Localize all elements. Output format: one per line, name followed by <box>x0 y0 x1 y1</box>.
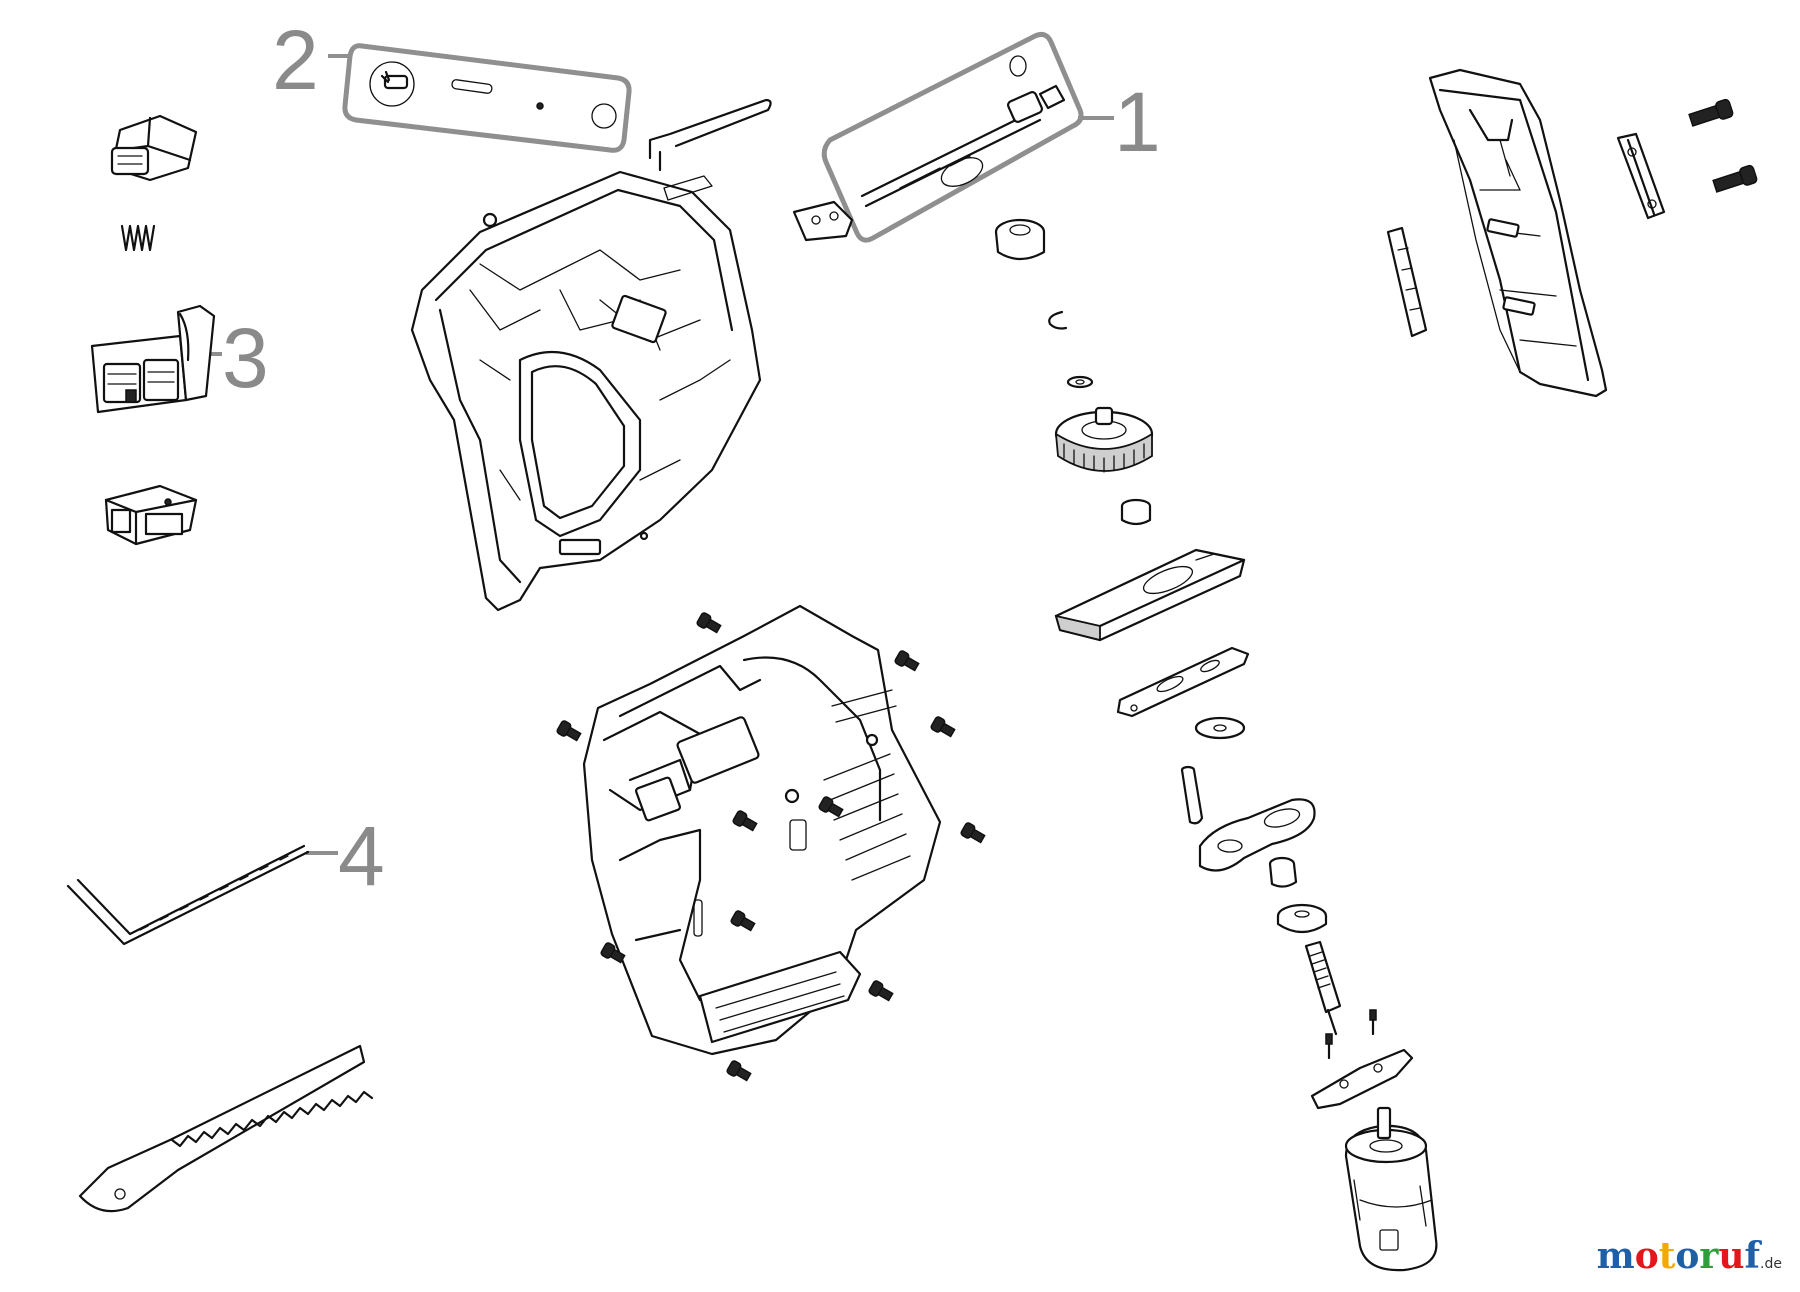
watermark-suffix: .de <box>1760 1256 1782 1272</box>
eccentric-lever-part <box>1198 798 1316 872</box>
callout-box-1 <box>821 32 1114 243</box>
callout-number-3: 3 <box>222 311 269 405</box>
callout-number-2: 2 <box>272 13 319 107</box>
slider-link-part <box>1116 646 1250 718</box>
guide-rail-part <box>1386 226 1428 338</box>
bearing-bushing-part <box>994 218 1046 261</box>
pin-part <box>1180 765 1204 825</box>
thrust-washer-part <box>1276 903 1328 934</box>
motoruf-watermark: motoruf.de <box>1597 1235 1782 1277</box>
callout-number-1: 1 <box>1114 75 1161 169</box>
watermark-letter: u <box>1718 1235 1745 1277</box>
motor-bracket-part <box>1310 1009 1414 1110</box>
watermark-letter: r <box>1699 1235 1719 1277</box>
washer-large-part <box>1194 716 1246 740</box>
needle-bushing-part <box>1120 498 1152 526</box>
small-slider-part <box>792 200 854 242</box>
switch-cover-part <box>110 114 198 182</box>
retaining-clip-part <box>1048 310 1068 330</box>
callout-number-4: 4 <box>338 809 385 903</box>
washer-small-part <box>1066 375 1094 389</box>
housing-screws <box>556 612 986 1082</box>
pinion-shaft-part <box>1304 940 1342 1036</box>
watermark-letter: f <box>1744 1235 1761 1277</box>
callout-box-2 <box>328 43 632 153</box>
watermark-letter: o <box>1634 1235 1659 1277</box>
trigger-switch-part <box>90 304 216 414</box>
motor-part <box>1344 1106 1438 1272</box>
watermark-letter: m <box>1596 1235 1635 1277</box>
spring-part <box>120 224 156 252</box>
hex-key-part <box>66 844 310 946</box>
bushing-part <box>1268 856 1298 888</box>
base-plate-part <box>1428 68 1608 398</box>
clamp-bracket-part <box>1616 132 1666 220</box>
base-screw-top <box>1688 98 1734 127</box>
gear-wheel-part <box>1054 406 1154 473</box>
saw-blade-part <box>78 1044 374 1213</box>
base-screw-bottom <box>1712 164 1758 193</box>
left-housing-half <box>410 170 762 612</box>
battery-contact-part <box>104 484 198 546</box>
guide-plate-part <box>1054 548 1246 642</box>
right-housing-half <box>582 604 942 1056</box>
lock-pin-part <box>648 98 772 172</box>
watermark-letter: o <box>1675 1235 1700 1277</box>
watermark-letter: t <box>1658 1235 1676 1277</box>
